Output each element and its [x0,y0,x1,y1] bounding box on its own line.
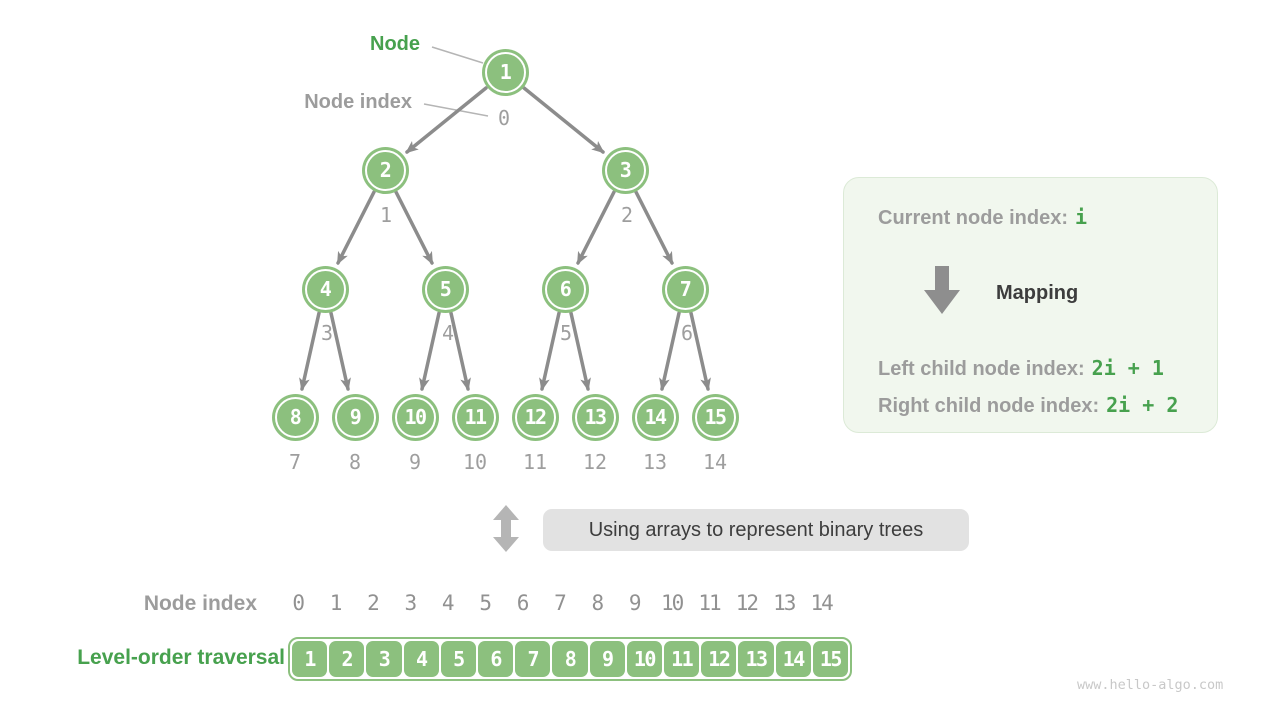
array-cell: 12 [701,641,737,677]
watermark: www.hello-algo.com [1077,677,1224,693]
tree-index-14: 14 [702,450,728,474]
array-index: 5 [479,591,492,615]
array-cell: 7 [515,641,551,677]
array-cell: 9 [589,641,625,677]
tree-node-13: 13 [574,396,616,438]
array-index-label: Node index [143,592,257,615]
array-index: 10 [660,591,684,615]
tree-index-7: 7 [288,450,302,474]
array-cell: 15 [812,641,849,677]
array-cell: 5 [440,641,477,677]
array-cell: 10 [626,641,663,677]
array-index: 13 [773,591,796,615]
tree-index-10: 10 [462,450,488,474]
tree-node-6: 6 [544,268,586,310]
array-cell: 13 [738,641,774,677]
array-index: 8 [591,591,604,615]
array-index: 0 [292,591,305,615]
tree-node-5: 5 [424,268,466,310]
array-index: 4 [441,591,455,615]
tree-node-3: 3 [604,149,646,191]
array-index: 14 [810,591,834,615]
current-node-index-label: Current node index: [878,207,1069,229]
array-index: 7 [554,591,567,615]
tree-index-13: 13 [642,450,668,474]
array-index-row: 0 1 2 3 4 5 6 7 8 9 10 11 12 13 14 [279,591,840,615]
tree-index-4: 4 [441,321,455,345]
level-order-traversal-label: Level-order traversal [77,646,285,669]
array-index: 6 [516,591,530,615]
tree-index-6: 6 [680,321,694,345]
tree-index-2: 2 [620,203,634,227]
tree-node-12: 12 [514,396,556,438]
array-cell: 4 [403,641,439,677]
array-index: 1 [329,591,343,615]
node-index-callout-label: Node index [304,91,412,113]
array-cell: 6 [478,641,514,677]
caption-box: Using arrays to represent binary trees [543,509,969,551]
right-child-index-value: 2i + 2 [1106,393,1179,417]
tree-index-5: 5 [559,321,573,345]
array-index: 3 [404,591,418,615]
array-index: 12 [735,591,759,615]
tree-node-8: 8 [274,396,316,438]
tree-node-14: 14 [634,396,676,438]
left-child-index-value: 2i + 1 [1091,356,1164,380]
tree-node-15: 15 [694,396,736,438]
array-index: 9 [628,591,642,615]
array-cell: 1 [292,641,328,677]
tree-index-8: 8 [348,450,362,474]
down-arrow-icon [924,266,960,314]
tree-node-9: 9 [334,396,376,438]
array-cell: 14 [775,641,811,677]
tree-index-3: 3 [320,321,334,345]
array-cell: 11 [664,641,700,677]
left-child-index-label: Left child node index: [878,358,1085,380]
tree-node-10: 10 [394,396,436,438]
tree-index-9: 9 [408,450,422,474]
right-child-index-label: Right child node index: [878,395,1100,417]
mapping-label: Mapping [996,282,1079,304]
caption-text: Using arrays to represent binary trees [588,518,924,541]
array-cell: 8 [552,641,588,677]
tree-node-2: 2 [364,149,406,191]
level-order-array: 1 2 3 4 5 6 7 8 9 10 11 12 13 14 15 [288,637,852,681]
tree-node-4: 4 [304,268,346,310]
tree-index-1: 1 [379,203,393,227]
tree-node-11: 11 [454,396,496,438]
current-node-index-value: i [1075,205,1088,229]
array-index: 11 [698,591,721,615]
tree-index-0: 0 [497,106,511,130]
tree-index-12: 12 [582,450,608,474]
tree-node-7: 7 [664,268,706,310]
array-cell: 2 [329,641,365,677]
tree-node-1: 1 [484,51,526,93]
mapping-panel: Current node index: i Mapping Left child … [843,177,1218,433]
up-down-arrow-icon [493,505,519,552]
node-callout-label: Node [370,33,420,55]
array-cell: 3 [366,641,402,677]
tree-index-11: 11 [522,450,548,474]
array-index: 2 [367,591,380,615]
